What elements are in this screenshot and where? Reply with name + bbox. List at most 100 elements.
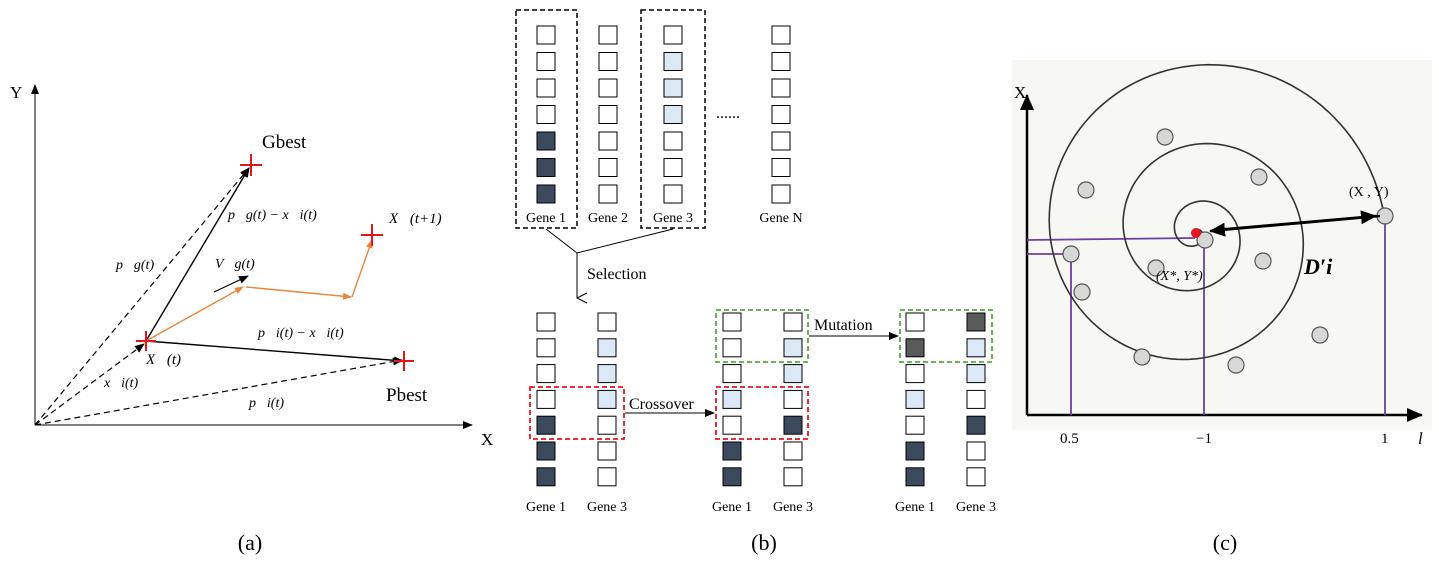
gene-cell <box>771 105 791 124</box>
gene-cell <box>722 389 742 409</box>
gene-cell <box>722 467 742 487</box>
gene-cell <box>771 25 791 45</box>
gene-cell <box>783 312 803 332</box>
gene-cell <box>663 184 683 204</box>
gene-cell <box>597 389 617 409</box>
spiral-points <box>1062 128 1394 374</box>
gene-cell <box>783 364 803 384</box>
caption-b: (b) <box>751 530 777 555</box>
gene-label: Gene 3 <box>773 500 813 515</box>
pbest-label: Pbest <box>386 385 428 406</box>
pg-minus-x-vector <box>145 167 250 342</box>
gene-cell <box>905 467 925 487</box>
gene-cell <box>663 52 683 71</box>
spiral-dot <box>1077 181 1095 199</box>
gene-cell <box>783 389 803 409</box>
gene-cell <box>966 415 986 435</box>
gene-cell <box>905 312 925 332</box>
gene-cell <box>597 441 617 461</box>
pg-label: p⃗g(t) <box>115 258 154 273</box>
gene-cell <box>536 415 556 435</box>
ellipsis-text: ...... <box>716 105 740 122</box>
gene-cell <box>663 25 683 45</box>
gene-cell <box>597 312 617 332</box>
selected-box-gene1 <box>515 9 578 229</box>
gene-cell <box>722 415 742 435</box>
gene-cell <box>536 467 556 487</box>
distance-label: D′i <box>1303 254 1333 279</box>
gene-cell <box>663 158 683 177</box>
gene-cell <box>536 312 556 332</box>
x-next-marker <box>361 224 383 246</box>
tick-label-minus-1: −1 <box>1196 431 1212 447</box>
gene-cell <box>905 338 925 358</box>
x-current-label: X⃗(t) <box>145 352 181 368</box>
center-label: (X*, Y*) <box>1156 269 1203 284</box>
gene-label: Gene 3 <box>653 211 693 226</box>
selection-funnel <box>545 228 674 254</box>
crossover-box-before <box>529 386 625 440</box>
gene-cell <box>905 389 925 409</box>
optimum-point <box>1191 228 1201 238</box>
gene-cell <box>783 441 803 461</box>
gene-cell <box>536 158 556 177</box>
gene-cell <box>597 338 617 358</box>
spiral-dot <box>1250 168 1268 186</box>
tick-label-1: 1 <box>1381 431 1389 447</box>
gene-cell <box>905 364 925 384</box>
gene-cell <box>597 467 617 487</box>
gene-cell <box>771 158 791 177</box>
pg-minus-x-label: p⃗g(t) − x⃗i(t) <box>227 208 317 223</box>
panel-a-pso: Y X Gbest Pbest p⃗g(t) p⃗g(t) − x⃗i(t) <box>10 83 493 555</box>
gene-cell <box>966 338 986 358</box>
vg-label: V⃗g(t) <box>215 257 255 272</box>
gene-cell <box>722 364 742 384</box>
crossover-label: Crossover <box>629 396 695 413</box>
gene-cell <box>783 467 803 487</box>
gene-cell <box>536 78 556 98</box>
gene-label: Gene 3 <box>587 500 627 515</box>
gene-cell <box>905 415 925 435</box>
x-current-marker <box>136 331 156 351</box>
pi-minus-x-label: p⃗i(t) − x⃗i(t) <box>257 326 344 341</box>
pi-minus-x-vector <box>145 340 404 365</box>
spiral-dot <box>1062 245 1080 263</box>
gene-cell <box>536 25 556 45</box>
mutation-label: Mutation <box>814 317 873 334</box>
x-next-label: X⃗(t+1) <box>388 211 442 227</box>
l-axis-label: l <box>1418 429 1423 448</box>
gene-cell <box>598 131 618 151</box>
gene-cell <box>771 131 791 151</box>
gene-cell <box>663 131 683 151</box>
orange-step-3 <box>351 239 373 298</box>
panel-c-background <box>1012 60 1432 430</box>
selected-box-gene3 <box>640 9 706 229</box>
gene-cell <box>663 105 683 124</box>
caption-a: (a) <box>238 530 262 555</box>
gene-cell <box>722 312 742 332</box>
caption-c: (c) <box>1213 530 1237 555</box>
x-axis-label: X <box>481 430 493 449</box>
spiral-dot <box>1227 356 1245 374</box>
gene-label: Gene 1 <box>526 500 566 515</box>
spiral-dot <box>1073 283 1091 301</box>
orange-step-1 <box>145 286 244 342</box>
gene-cell <box>783 415 803 435</box>
spiral-dot <box>1133 348 1151 366</box>
gene-label: Gene 1 <box>526 211 566 226</box>
gene-cell <box>722 441 742 461</box>
gene-cell <box>771 184 791 204</box>
gene-cell <box>663 78 683 98</box>
gene-cell <box>536 184 556 204</box>
gene-cell <box>536 338 556 358</box>
gene-cell <box>598 105 618 124</box>
gene-label: Gene 1 <box>712 500 752 515</box>
xi-vector <box>34 343 145 426</box>
pg-vector <box>34 167 250 426</box>
gene-cell <box>905 441 925 461</box>
gene-cell <box>771 52 791 71</box>
